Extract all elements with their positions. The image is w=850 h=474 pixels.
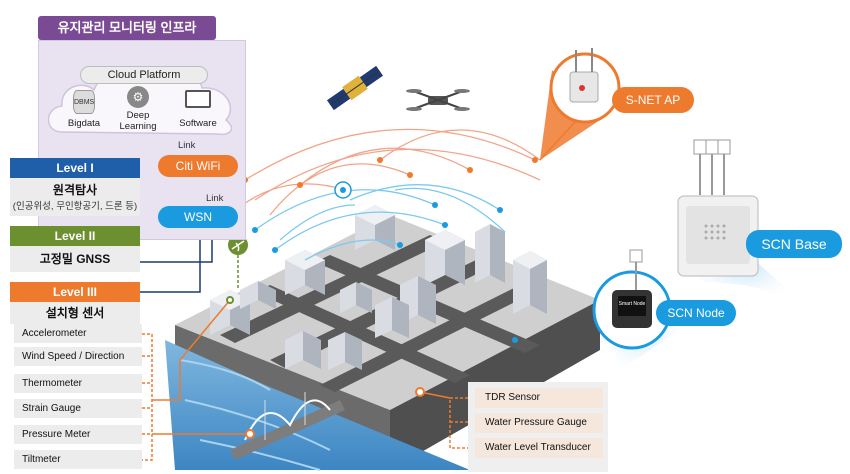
deep-learning-label-line2: Learning — [119, 121, 157, 132]
gnss-antenna-icon — [228, 235, 248, 290]
level-2-title: 고정밀 GNSS — [10, 246, 140, 272]
drone-icon — [406, 89, 470, 111]
sensor-wind: Wind Speed / Direction — [14, 347, 142, 366]
bigdata-label: Bigdata — [67, 118, 101, 129]
link-label-top: Link — [178, 140, 196, 151]
level-3-title: 설치형 센서 — [10, 302, 140, 324]
scn-base-device — [677, 139, 759, 277]
satellite-icon — [326, 65, 384, 111]
software-item: Software — [172, 90, 224, 129]
buildings — [210, 205, 547, 370]
deep-learning-item: ⚙ Deep Learning — [112, 86, 164, 132]
node-screen-text: Smart Node — [619, 301, 646, 307]
sensor-accelerometer: Accelerometer — [14, 324, 142, 343]
level-2-header: Level II — [10, 226, 140, 246]
sensor-water-pressure: Water Pressure Gauge — [475, 413, 603, 433]
bridge — [230, 392, 345, 460]
citi-wifi-badge: Citi WiFi — [158, 155, 238, 177]
wsn-badge: WSN — [158, 206, 238, 228]
level-3-header: Level III — [10, 282, 140, 302]
level-1-title: 원격탐사 — [10, 178, 140, 216]
bigdata-item: DBMS Bigdata — [64, 90, 104, 129]
gear-head-icon: ⚙ — [127, 86, 149, 108]
sensor-tdr: TDR Sensor — [475, 388, 603, 408]
software-label: Software — [179, 118, 217, 129]
scn-node-callout: SCN Node — [656, 300, 736, 326]
sensor-pressure-meter: Pressure Meter — [14, 425, 142, 444]
sensor-thermometer: Thermometer — [14, 374, 142, 393]
scn-base-callout: SCN Base — [746, 230, 842, 258]
monitor-icon — [185, 90, 211, 108]
database-icon: DBMS — [73, 90, 95, 114]
snet-ap-device — [549, 48, 621, 124]
sensor-water-level: Water Level Transducer — [475, 438, 603, 458]
sensor-markers — [226, 296, 518, 439]
river — [165, 340, 470, 471]
sensor-strain-gauge: Strain Gauge — [14, 399, 142, 418]
link-label-bottom: Link — [206, 193, 224, 204]
snet-ap-callout: S-NET AP — [612, 87, 694, 113]
deep-learning-label-line1: Deep — [126, 110, 150, 121]
connector-lines — [140, 139, 473, 461]
scn-node-device: Smart Node — [592, 249, 672, 350]
infrastructure-title: 유지관리 모니터링 인프라 — [38, 16, 216, 40]
cloud-platform-label: Cloud Platform — [80, 66, 208, 84]
level-1-subtitle: (인공위성, 무인항공기, 드론 등) — [12, 201, 138, 212]
sensor-tiltmeter: Tiltmeter — [14, 450, 142, 469]
level-1-header: Level I — [10, 158, 140, 178]
